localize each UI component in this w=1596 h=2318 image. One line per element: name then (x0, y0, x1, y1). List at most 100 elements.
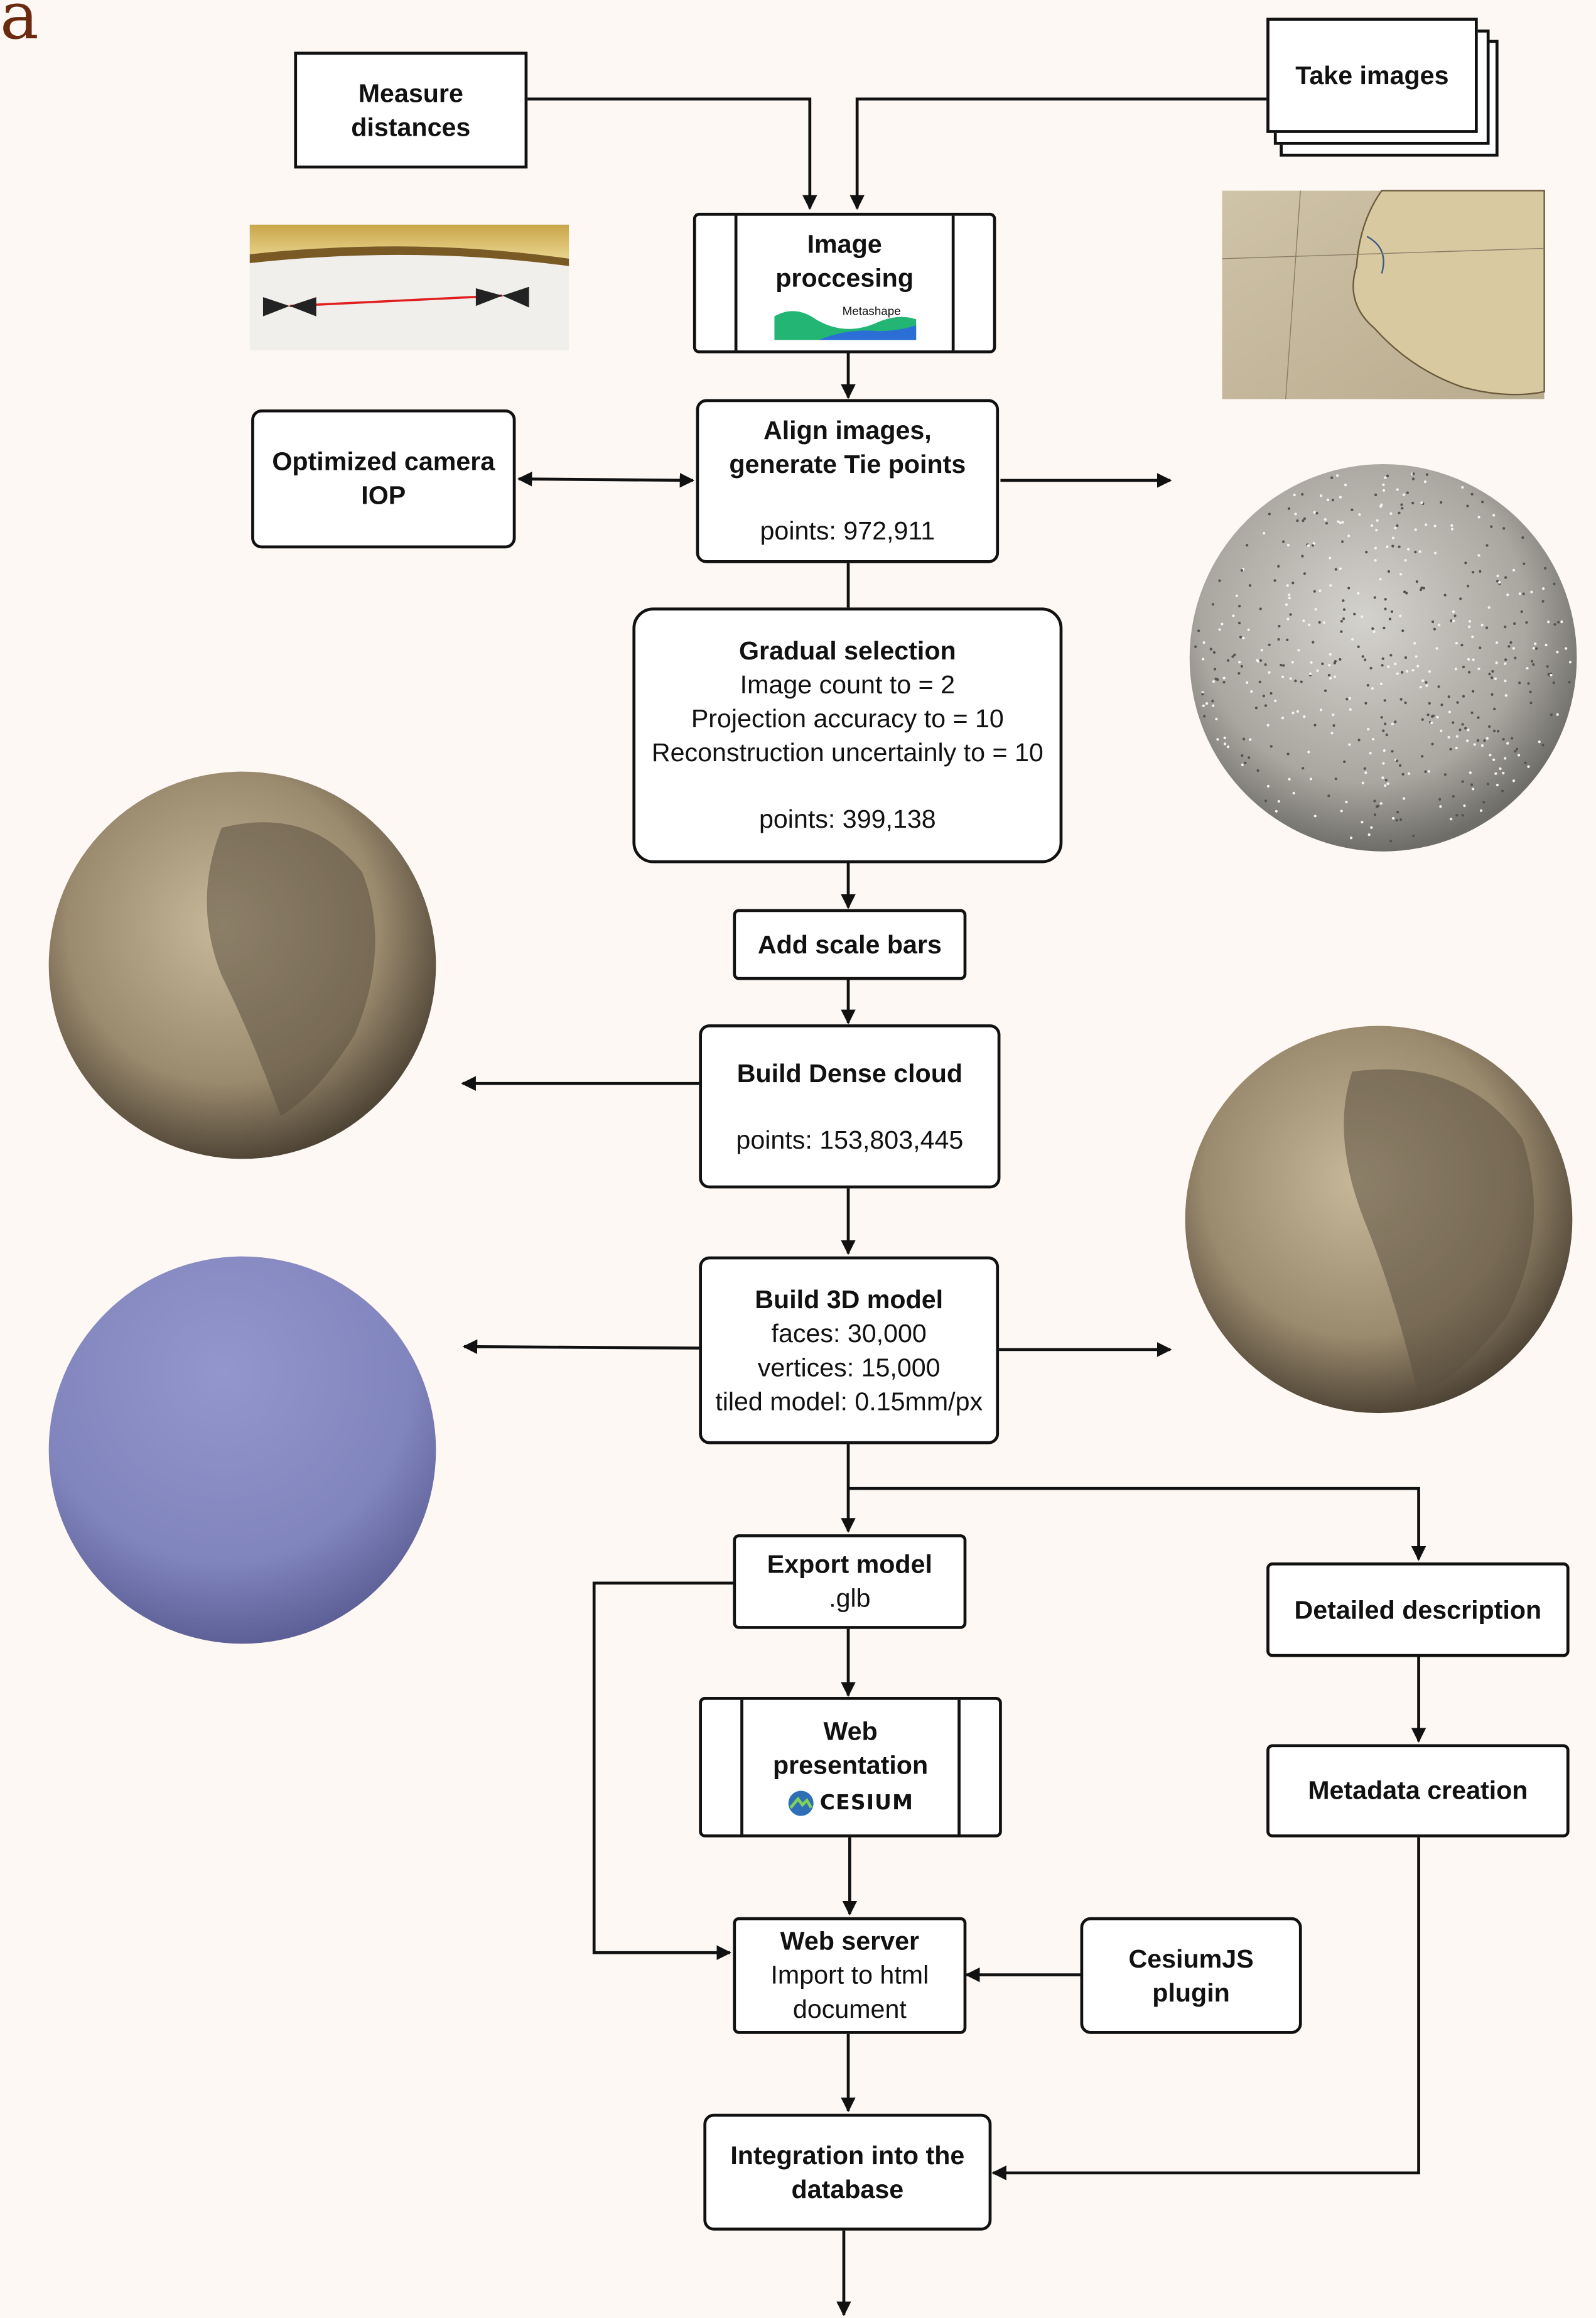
sparse-point (1504, 662, 1507, 665)
sparse-point (1401, 671, 1404, 674)
sparse-point (1371, 627, 1374, 631)
sparse-point (1447, 735, 1450, 739)
sparse-point (1202, 658, 1205, 661)
sparse-point (1365, 550, 1368, 554)
sparse-point (1468, 620, 1472, 623)
sparse-point (1337, 520, 1340, 523)
sparse-point (1286, 543, 1290, 547)
sparse-point (1440, 729, 1443, 732)
measure-label-1: Measure (358, 77, 463, 107)
sparse-point (1430, 721, 1433, 724)
sparse-point (1471, 571, 1475, 574)
sparse-point (1431, 620, 1435, 624)
sparse-point (1256, 769, 1259, 772)
sparse-point (1331, 499, 1335, 502)
sparse-point (1288, 593, 1291, 597)
sparse-point (1513, 622, 1516, 626)
sparse-point (1557, 620, 1560, 624)
sparse-point (1461, 780, 1464, 783)
sparse-point (1450, 528, 1454, 531)
sparse-point (1300, 680, 1303, 683)
sparse-point (1425, 681, 1428, 684)
sparse-point (1241, 754, 1244, 757)
sparse-point (1273, 579, 1276, 582)
export-model-node: Export model .glb (733, 1534, 967, 1629)
sparse-point (1278, 624, 1281, 628)
sparse-point (1479, 809, 1483, 812)
sparse-point (1363, 658, 1367, 661)
mesh-globe (48, 1256, 436, 1644)
sparse-point (1477, 667, 1480, 671)
sparse-point (1373, 813, 1377, 816)
sparse-point (1339, 567, 1342, 570)
sparse-point (1226, 745, 1230, 749)
sparse-point (1461, 814, 1464, 817)
sparse-point (1286, 752, 1290, 756)
arrow-model-to-detailed (848, 1487, 1426, 1561)
sparse-point (1433, 551, 1437, 555)
sparse-point (1487, 606, 1491, 609)
sparse-point (1202, 704, 1205, 708)
integration-label-1: Integration into the (730, 2139, 965, 2170)
sparse-point (1461, 723, 1464, 726)
sparse-point (1286, 638, 1289, 642)
sparse-point (1471, 636, 1474, 639)
sparse-point (1361, 781, 1364, 784)
sparse-point (1395, 819, 1398, 822)
sparse-point (1430, 715, 1434, 718)
sparse-point (1348, 743, 1351, 746)
sparse-point (1553, 623, 1556, 626)
sparse-point (1405, 669, 1409, 673)
sparse-point (1327, 674, 1331, 677)
sparse-point (1459, 728, 1462, 732)
sparse-point (1282, 664, 1285, 667)
sparse-point (1467, 658, 1470, 661)
export-format: .glb (829, 1583, 871, 1613)
sparse-point (1249, 738, 1252, 741)
detailed-description-node: Detailed description (1266, 1562, 1570, 1657)
sparse-point (1315, 511, 1318, 515)
sparse-point (1286, 584, 1289, 587)
arrow-optimized-align (517, 472, 695, 488)
sparse-point (1488, 673, 1491, 676)
sparse-point (1367, 728, 1370, 731)
sparse-point (1415, 580, 1418, 583)
web-pres-label-1: Web (823, 1715, 878, 1745)
sparse-point (1394, 720, 1397, 723)
sparse-point (1340, 810, 1343, 813)
sparse-point (1504, 757, 1507, 760)
sparse-point (1297, 649, 1300, 652)
sparse-point (1438, 798, 1442, 801)
sparse-point (1499, 767, 1502, 771)
sparse-point (1518, 592, 1521, 595)
sparse-point (1302, 619, 1305, 622)
sparse-point (1339, 496, 1342, 499)
sparse-point (1364, 771, 1367, 774)
sparse-point (1248, 584, 1252, 587)
sparse-point (1518, 681, 1521, 685)
sparse-point (1244, 761, 1247, 764)
web-pres-label-2: presentation (772, 1749, 929, 1779)
sparse-point (1550, 713, 1553, 717)
sparse-point (1411, 669, 1415, 672)
sparse-point (1383, 749, 1386, 752)
sparse-point (1541, 600, 1545, 603)
sparse-point (1329, 584, 1332, 587)
sparse-point (1391, 750, 1394, 753)
sparse-point (1347, 587, 1351, 590)
sparse-point (1401, 772, 1405, 776)
sparse-point (1369, 752, 1372, 755)
export-title: Export model (767, 1549, 932, 1579)
sparse-point (1374, 493, 1378, 497)
sparse-point (1391, 544, 1394, 548)
sparse-point (1264, 799, 1268, 803)
model-title: Build 3D model (755, 1284, 944, 1314)
sparse-point (1399, 573, 1403, 576)
sparse-point (1291, 712, 1295, 715)
sparse-point (1357, 645, 1360, 649)
sparse-point (1386, 474, 1389, 477)
sparse-point (1259, 659, 1263, 662)
sparse-point (1527, 682, 1530, 685)
sparse-point (1423, 480, 1427, 484)
sparse-point (1205, 701, 1209, 705)
